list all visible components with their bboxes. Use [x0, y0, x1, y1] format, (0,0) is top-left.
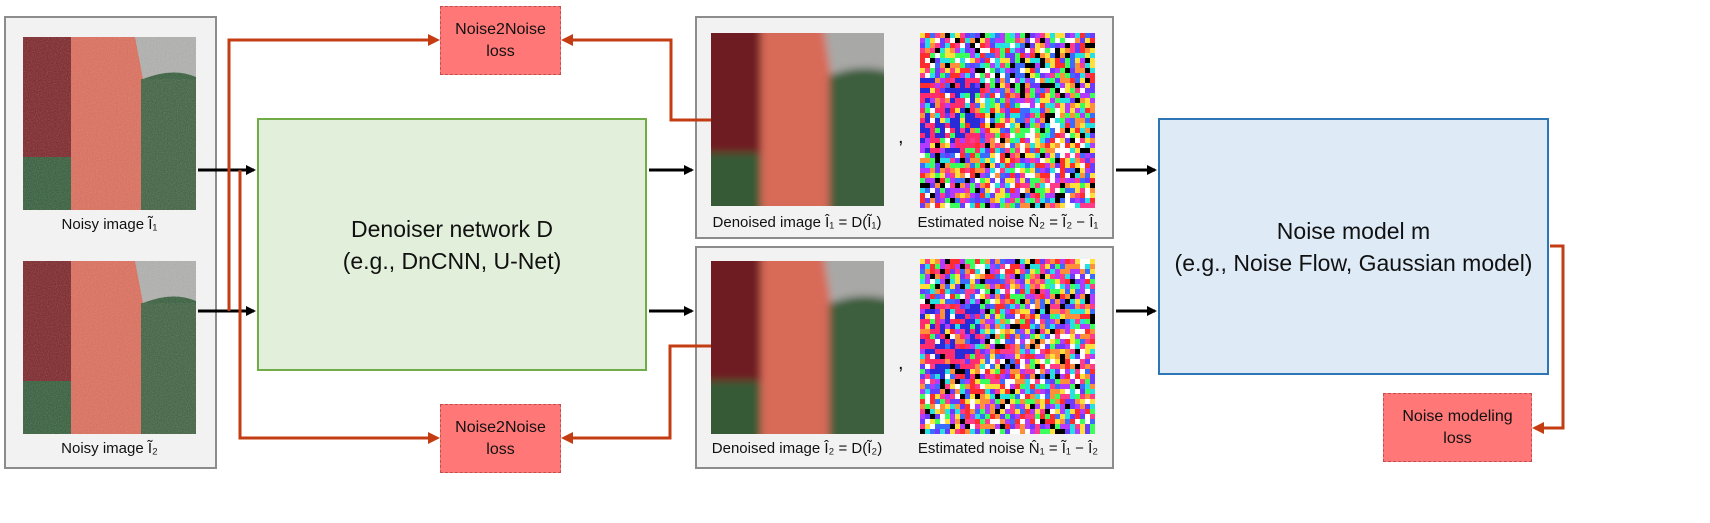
noisy-image-2-caption: Noisy image Ĩ₂ — [61, 440, 158, 457]
denoised-image-2 — [711, 261, 884, 434]
noise-model-subtitle: (e.g., Noise Flow, Gaussian model) — [1174, 249, 1533, 276]
estimated-noise-1 — [920, 259, 1095, 434]
separator-comma-top: , — [898, 126, 904, 148]
noisy-image-1-caption: Noisy image Ĩ₁ — [61, 216, 158, 233]
arrow-noisy1-to-n2n-loss-bottom — [238, 170, 440, 444]
arrow-noise-model-to-modeling-loss — [1532, 244, 1565, 434]
estimated-noise-2 — [920, 33, 1095, 208]
noise-model-box: Noise model m (e.g., Noise Flow, Gaussia… — [1158, 118, 1549, 375]
denoised-image-1-caption: Denoised image Î₁ = D(Ĩ₁) — [712, 214, 882, 231]
denoised-image-2-caption: Denoised image Î₂ = D(Ĩ₂) — [711, 440, 883, 457]
arrow-denoised1-to-n2n-loss-top — [561, 34, 711, 122]
denoiser-title: Denoiser network D — [351, 215, 553, 242]
denoiser-subtitle: (e.g., DnCNN, U-Net) — [342, 247, 562, 274]
denoised-image-1 — [711, 33, 884, 206]
denoiser-network-box: Denoiser network D (e.g., DnCNN, U-Net) — [257, 118, 647, 371]
separator-comma-bottom: , — [898, 352, 904, 374]
noisy-image-2 — [23, 261, 196, 434]
noise-model-title: Noise model m — [1276, 217, 1431, 244]
noisy-image-1 — [23, 37, 196, 210]
arrow-noisy2-to-n2n-loss-top — [227, 34, 440, 311]
arrow-denoised2-to-n2n-loss-bottom — [561, 344, 711, 444]
estimated-noise-2-caption: Estimated noise N̂₂ = Ĩ₂ − Î₁ — [917, 214, 1099, 231]
estimated-noise-1-caption: Estimated noise N̂₁ = Ĩ₁ − Î₂ — [917, 440, 1099, 457]
